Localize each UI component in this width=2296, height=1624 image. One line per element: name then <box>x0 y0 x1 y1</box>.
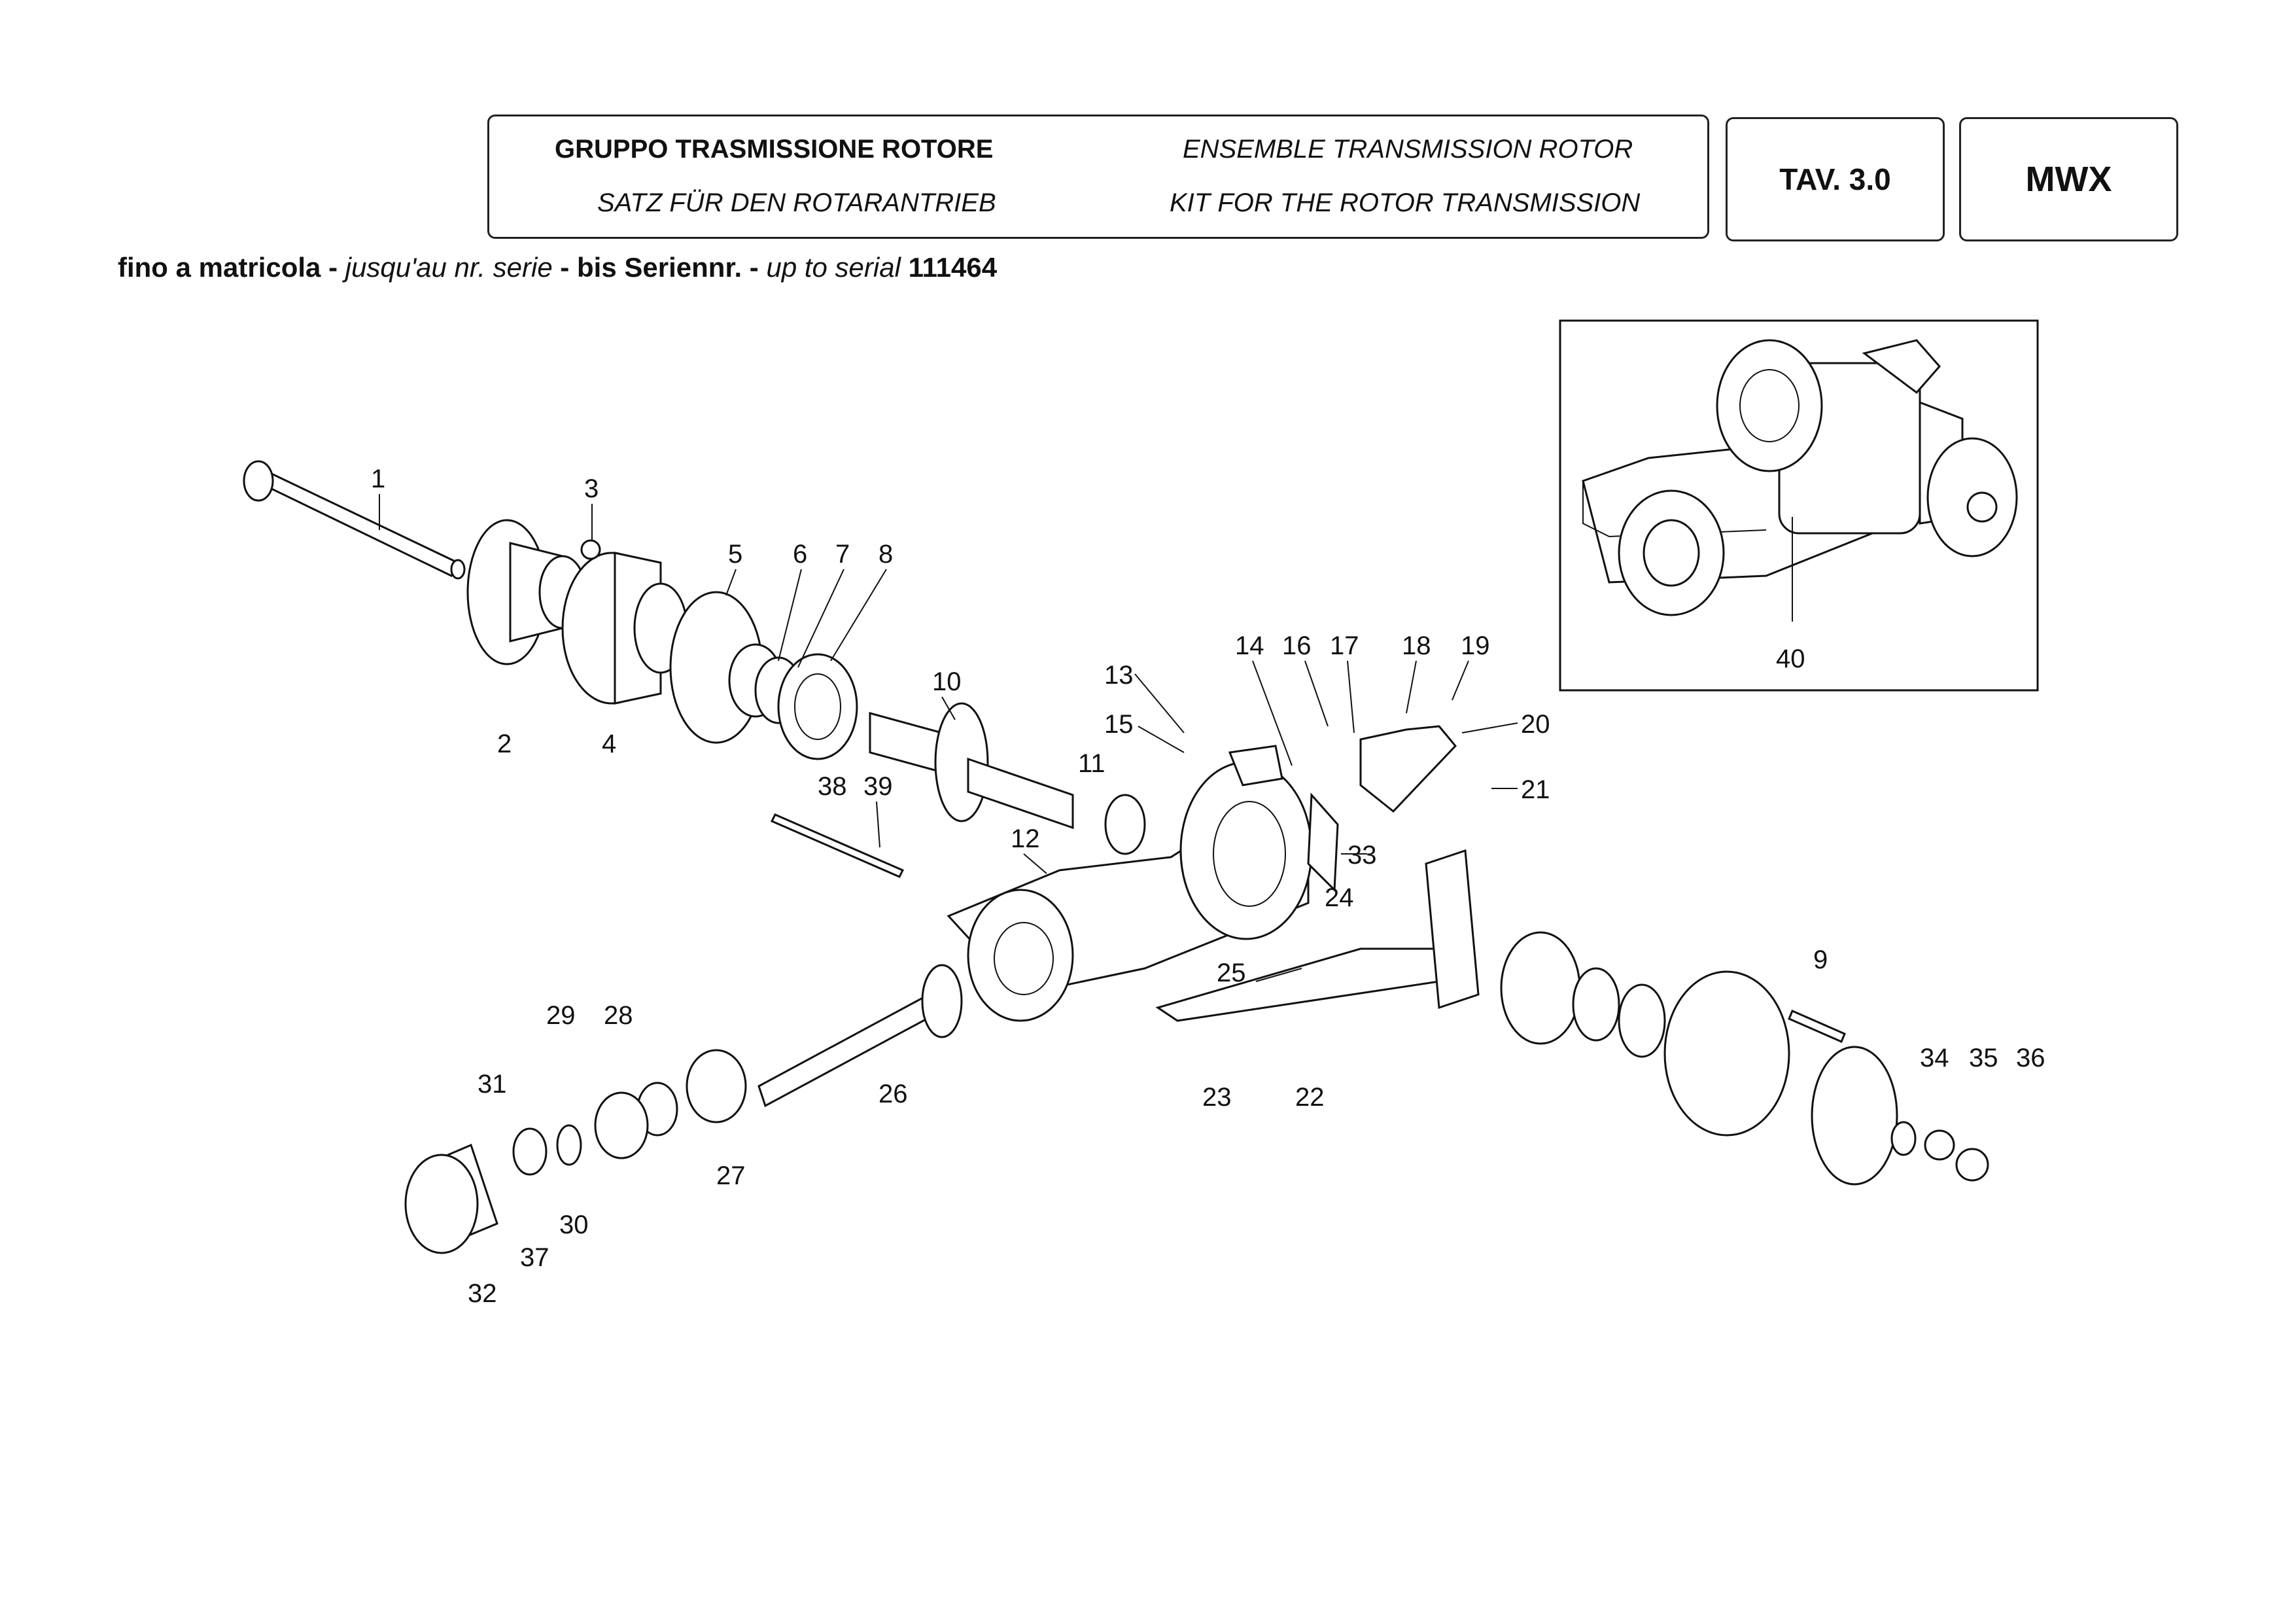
serial-line: fino a matricola - jusqu'au nr. serie - … <box>118 252 997 283</box>
title-box: GRUPPO TRASMISSIONE ROTORE ENSEMBLE TRAN… <box>487 115 1709 239</box>
part-8-bearing <box>777 653 858 760</box>
part-34-washer <box>1890 1121 1917 1156</box>
part-33-gasket <box>1307 792 1339 892</box>
part-29-bearing <box>594 1091 649 1159</box>
title-italian: GRUPPO TRASMISSIONE ROTORE <box>555 135 994 164</box>
part-30-ring <box>556 1124 582 1166</box>
callout-38: 38 <box>818 772 847 801</box>
table-number-box: TAV. 3.0 <box>1726 117 1945 241</box>
part-2-flange-right <box>1811 1046 1898 1186</box>
callout-25-upper: 25 <box>1217 959 1246 987</box>
part-7-ring-right <box>1572 967 1620 1042</box>
callout-16: 16 <box>1282 631 1312 660</box>
inset-assembly <box>1582 339 2018 622</box>
callout-40: 40 <box>1776 644 1805 673</box>
callout-35: 35 <box>1969 1044 1998 1072</box>
callout-6: 6 <box>793 540 807 569</box>
callout-10: 10 <box>932 667 962 696</box>
callout-37: 37 <box>520 1243 549 1272</box>
callout-4: 4 <box>602 730 616 758</box>
callout-21: 21 <box>1521 775 1550 804</box>
callout-39: 39 <box>863 772 893 801</box>
callouts: 1 2 3 4 5 6 7 8 10 11 12 13 14 15 16 17 … <box>371 465 2045 1308</box>
callout-23: 23 <box>1202 1083 1232 1112</box>
serial-label-it: fino a matricola - <box>118 252 345 283</box>
model-code: MWX <box>2025 160 2112 199</box>
title-german: SATZ FÜR DEN ROTARANTRIEB <box>597 188 996 217</box>
part-12-housing <box>947 745 1313 1022</box>
callout-11: 11 <box>1078 749 1105 778</box>
model-box: MWX <box>1959 117 2178 241</box>
callout-9: 9 <box>1813 945 1828 974</box>
part-1-shaft <box>243 460 466 580</box>
serial-number: 111464 <box>908 252 998 283</box>
part-38-pin <box>770 813 905 878</box>
part-22-lever <box>1155 947 1440 1022</box>
serial-label-en: up to serial <box>766 252 909 283</box>
part-22-arm <box>1425 849 1480 1010</box>
callout-14: 14 <box>1235 631 1264 660</box>
title-french: ENSEMBLE TRANSMISSION ROTOR <box>1183 135 1633 164</box>
callout-8: 8 <box>878 540 893 569</box>
callout-19: 19 <box>1461 631 1490 660</box>
callout-34: 34 <box>1920 1044 1949 1072</box>
callout-7: 7 <box>835 540 850 569</box>
callout-12: 12 <box>1011 824 1040 853</box>
callout-30: 30 <box>559 1210 589 1239</box>
part-35-nut <box>1924 1129 1955 1161</box>
callout-1: 1 <box>371 465 385 493</box>
callout-22: 22 <box>1295 1083 1325 1112</box>
callout-3: 3 <box>584 474 599 503</box>
part-4-housing-right <box>1663 970 1790 1137</box>
title-english: KIT FOR THE ROTOR TRANSMISSION <box>1170 188 1641 217</box>
part-26-shaft <box>757 964 963 1108</box>
part-4-bearing-housing <box>561 539 688 705</box>
part-10-bevel-pinion <box>869 702 1074 830</box>
part-27-bearing <box>686 1049 747 1123</box>
leader-lines <box>379 494 1793 982</box>
callout-2: 2 <box>497 730 512 758</box>
part-2-flange <box>466 519 587 665</box>
callout-26: 26 <box>878 1080 908 1108</box>
part-31-ring <box>512 1127 548 1176</box>
callout-31: 31 <box>478 1070 507 1099</box>
part-20-bracket <box>1359 725 1457 813</box>
callout-29: 29 <box>546 1001 576 1030</box>
callout-15: 15 <box>1104 710 1134 739</box>
serial-label-fr: jusqu'au nr. serie <box>345 252 553 283</box>
table-number: TAV. 3.0 <box>1779 162 1891 196</box>
part-6-spacer-right <box>1618 983 1666 1058</box>
callout-17: 17 <box>1330 631 1359 660</box>
part-8-bearing-right <box>1500 931 1581 1045</box>
callout-18: 18 <box>1402 631 1431 660</box>
part-9-bolt <box>1788 1010 1846 1043</box>
part-11-washer <box>1104 794 1146 855</box>
part-36-nut <box>1955 1148 1989 1182</box>
callout-5: 5 <box>728 540 742 569</box>
serial-sep: - <box>552 252 578 283</box>
part-32-coupler <box>404 1143 498 1254</box>
callout-32: 32 <box>468 1279 497 1308</box>
callout-28: 28 <box>604 1001 633 1030</box>
callout-24-upper: 24 <box>1325 883 1354 912</box>
callout-27: 27 <box>716 1161 746 1190</box>
callout-13: 13 <box>1104 661 1134 690</box>
callout-36: 36 <box>2016 1044 2045 1072</box>
serial-label-de: bis Seriennr. - <box>577 252 767 283</box>
callout-33: 33 <box>1348 841 1377 870</box>
callout-20: 20 <box>1521 710 1550 739</box>
